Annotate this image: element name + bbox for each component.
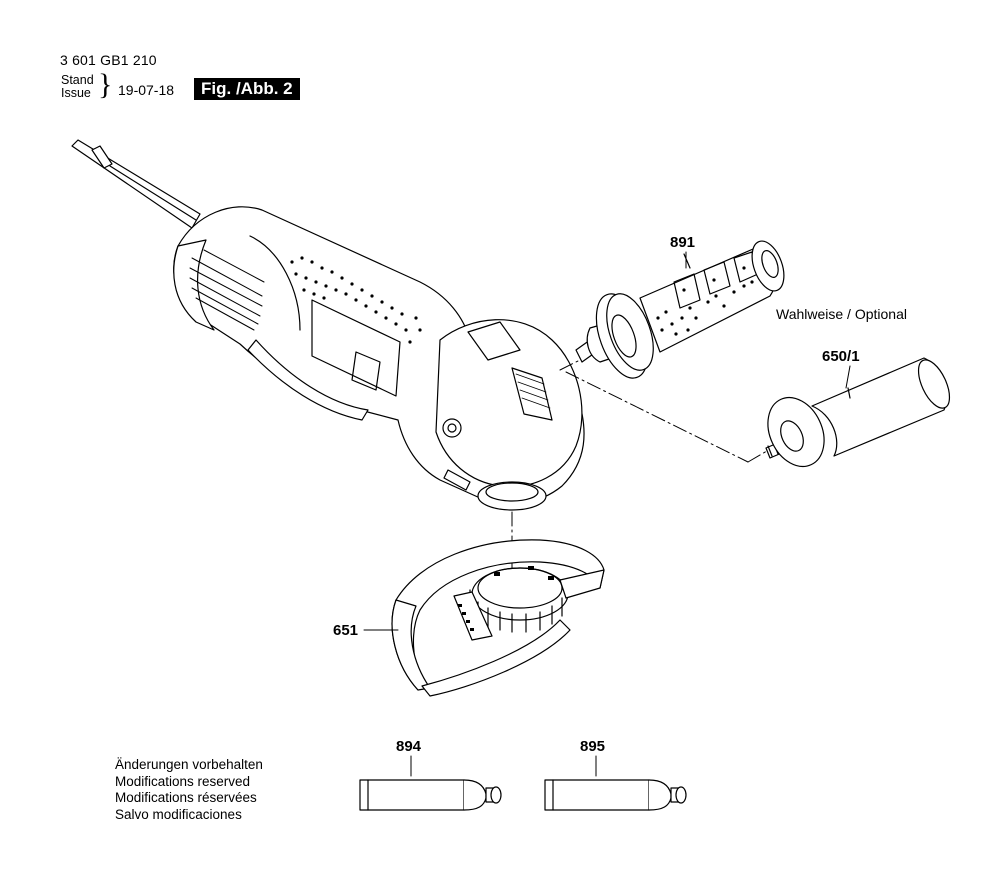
brace-symbol: } [98,68,113,101]
callout-894: 894 [396,738,422,755]
note-english: Modifications reserved [115,773,251,789]
callout-651: 651 [333,622,359,639]
angle-grinder-body [173,206,585,511]
callout-895: 895 [580,738,606,755]
callout-650-1: 650/1 [822,348,860,365]
wheel-guard-651 [391,539,605,697]
issue-label: Issue [61,86,91,100]
optional-label: Wahlweise / Optional [776,306,907,322]
stand-label: Stand [61,73,94,87]
figure-label: Fig. /Abb. 2 [194,78,300,100]
part-number: 3 601 GB1 210 [60,52,157,68]
auxiliary-handle-891 [575,240,785,379]
note-french: Modifications réservées [115,790,257,805]
issue-date: 19-07-18 [118,82,175,98]
grease-tube-895 [544,779,687,811]
note-german: Änderungen vorbehalten [115,757,263,772]
stand-issue-label: Stand Issue [61,74,94,100]
note-spanish: Salvo modificaciones [115,806,242,822]
callout-891: 891 [670,234,696,251]
modification-notes: Änderungen vorbehalten Modifications res… [115,757,263,823]
auxiliary-handle-650-1 [765,357,951,468]
grease-tube-894 [359,779,502,811]
power-cable [71,139,201,229]
callout-leaders [363,251,851,777]
